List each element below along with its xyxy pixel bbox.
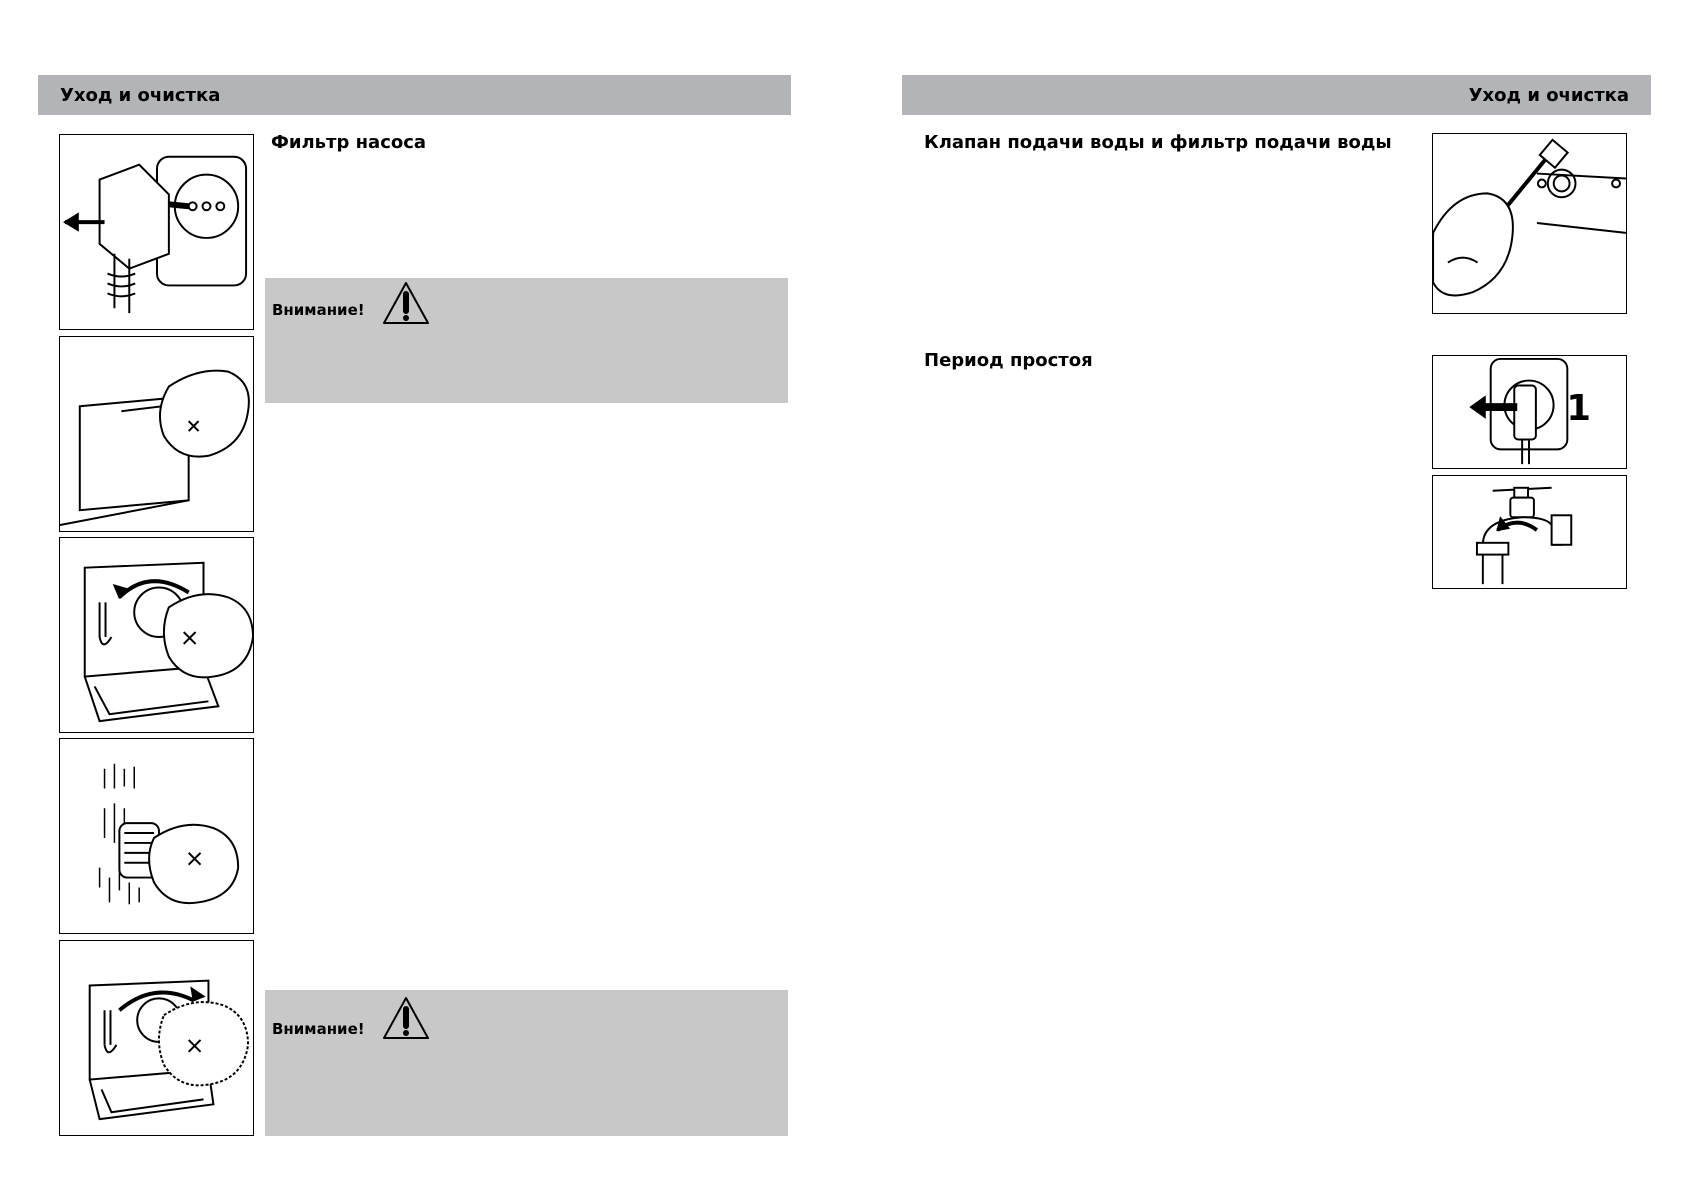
open-service-panel-illustration <box>59 336 254 532</box>
warning-triangle-icon <box>383 282 429 324</box>
page-header-left-title: Уход и очистка <box>60 84 221 106</box>
step-number: 1 <box>1566 388 1591 429</box>
page-header-right: Уход и очистка <box>902 75 1651 115</box>
pump-filter-title: Фильтр насоса <box>271 132 427 153</box>
inlet-valve-filter-title: Клапан подачи воды и фильтр подачи воды <box>924 132 1392 153</box>
unscrew-pump-filter-illustration <box>59 537 254 733</box>
warning-box-2: Внимание! <box>265 990 788 1136</box>
page-header-right-title: Уход и очистка <box>1468 84 1629 106</box>
rinse-filter-under-water-illustration <box>59 738 254 934</box>
unplug-socket-step-1-illustration: 1 <box>1432 355 1627 469</box>
close-water-tap-illustration <box>1432 475 1627 589</box>
unplug-power-plug-illustration <box>59 134 254 330</box>
page-header-left: Уход и очистка <box>38 75 791 115</box>
reinstall-pump-filter-illustration <box>59 940 254 1136</box>
warning-label: Внимание! <box>272 301 365 319</box>
warning-label: Внимание! <box>272 1020 365 1038</box>
clean-inlet-filter-with-brush-illustration <box>1432 133 1627 314</box>
idle-period-title: Период простоя <box>924 350 1093 371</box>
warning-triangle-icon <box>383 997 429 1039</box>
warning-box-1: Внимание! <box>265 278 788 403</box>
